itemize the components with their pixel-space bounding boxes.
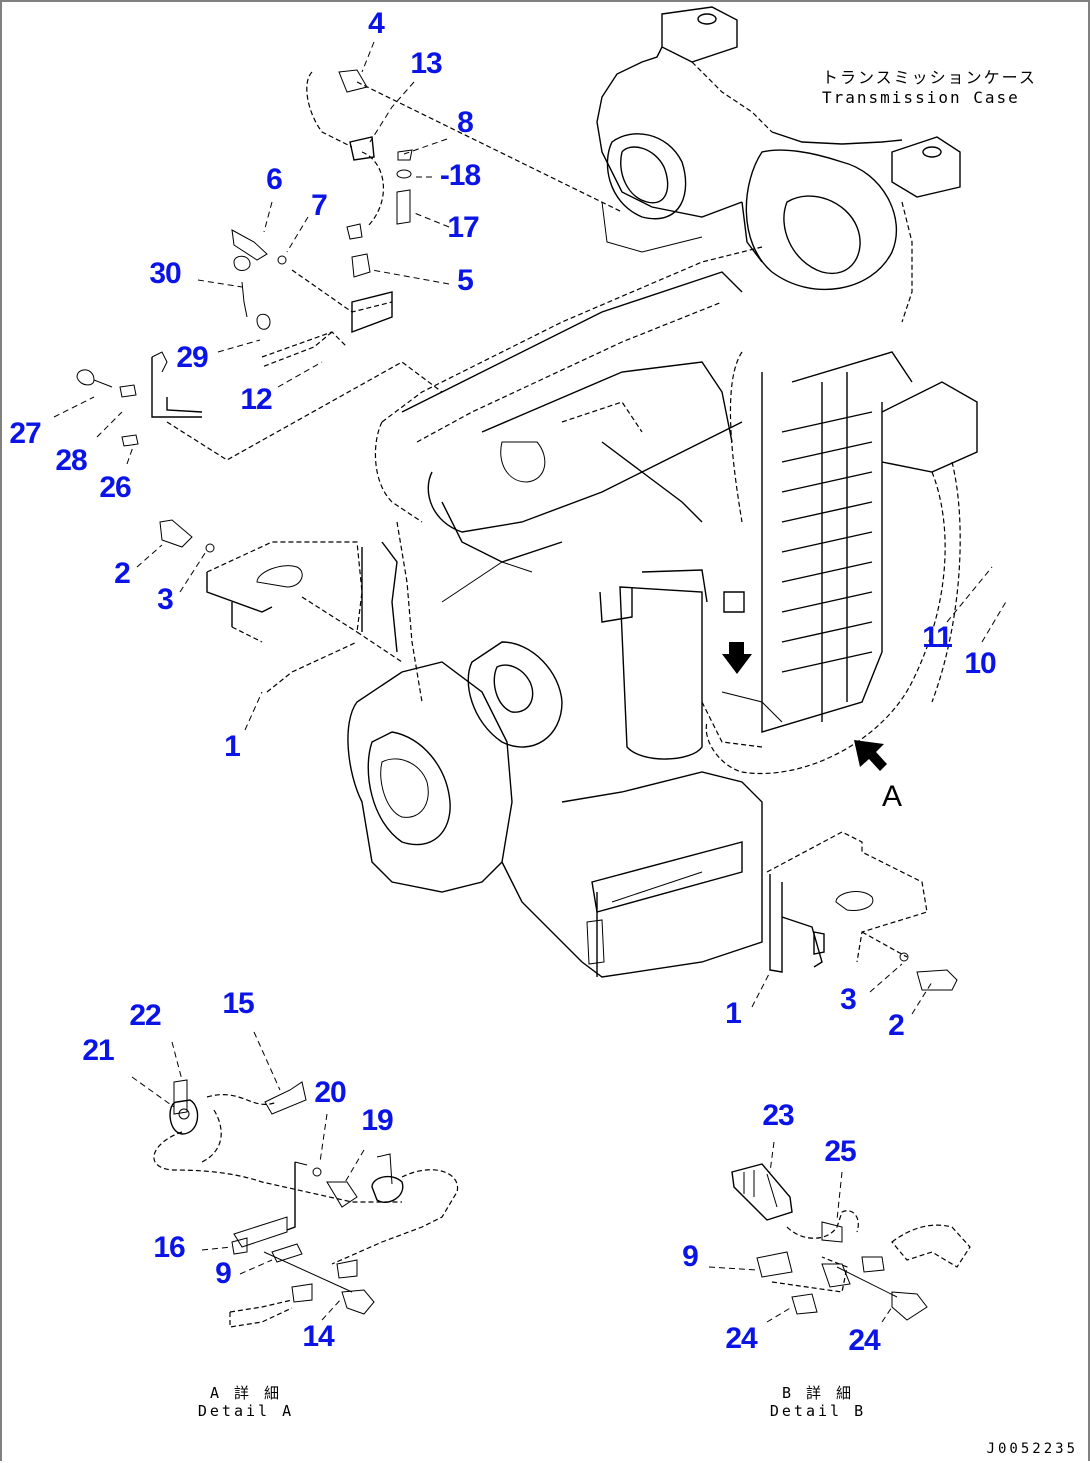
transmission-case-title-en: Transmission Case bbox=[822, 88, 1020, 107]
callout-21: 21 bbox=[82, 1034, 114, 1067]
callout-8: 8 bbox=[457, 106, 474, 139]
valve-ribs bbox=[781, 411, 873, 673]
detail-b-caption-jp: B 詳 細 bbox=[781, 1384, 855, 1402]
callout-5: 5 bbox=[457, 264, 474, 297]
callout-28: 28 bbox=[55, 444, 87, 477]
callout-16: 16 bbox=[153, 1231, 185, 1264]
detail-a-caption: A 詳 細 Detail A bbox=[198, 1384, 294, 1420]
callout-1-left: 1 bbox=[224, 730, 241, 763]
callout-6: 6 bbox=[266, 163, 283, 196]
callout-4: 4 bbox=[368, 7, 385, 40]
engine-mount-left bbox=[159, 519, 403, 693]
callout-9-detail-b: 9 bbox=[682, 1240, 699, 1273]
drawing-id: J0052235 bbox=[986, 1441, 1078, 1457]
callout-19: 19 bbox=[361, 1104, 393, 1137]
callout-20: 20 bbox=[314, 1076, 346, 1109]
callout-29: 29 bbox=[176, 341, 208, 374]
callout-9-detail-a: 9 bbox=[215, 1257, 232, 1290]
control-valve bbox=[701, 351, 978, 775]
callout-12: 12 bbox=[240, 383, 272, 416]
callout-15: 15 bbox=[222, 987, 254, 1020]
detail-a-drawing bbox=[153, 1079, 459, 1328]
callout-11: 11 bbox=[922, 621, 953, 654]
transmission-case-title-jp: トランスミッションケース bbox=[822, 68, 1037, 87]
callout-3-left: 3 bbox=[157, 583, 174, 616]
callout-26: 26 bbox=[99, 471, 131, 504]
callout-2-left: 2 bbox=[114, 557, 131, 590]
detail-b-caption: B 詳 細 Detail B bbox=[770, 1384, 866, 1420]
engine-block bbox=[347, 246, 763, 978]
detail-a-caption-jp: A 詳 細 bbox=[209, 1384, 283, 1402]
callout-27: 27 bbox=[9, 417, 41, 450]
engine-mount-right bbox=[766, 831, 958, 991]
leader-lines bbox=[53, 41, 1008, 1323]
transmission-case-title: トランスミッションケース Transmission Case bbox=[822, 68, 1037, 108]
view-marker-a: A bbox=[881, 780, 903, 813]
callout-17: 17 bbox=[447, 211, 479, 244]
callout-23: 23 bbox=[762, 1099, 794, 1132]
callout-25: 25 bbox=[824, 1135, 856, 1168]
callout-3-right: 3 bbox=[840, 983, 857, 1016]
transmission-case bbox=[596, 6, 961, 323]
callout-2-right: 2 bbox=[888, 1009, 905, 1042]
callout-18: -18 bbox=[439, 159, 481, 192]
detail-b-caption-en: Detail B bbox=[769, 1402, 867, 1420]
detail-b-drawing bbox=[731, 1163, 971, 1321]
callout-14: 14 bbox=[302, 1320, 334, 1353]
detail-a-caption-en: Detail A bbox=[197, 1402, 295, 1420]
callout-24-right: 24 bbox=[848, 1324, 880, 1357]
callout-10: 10 bbox=[964, 647, 996, 680]
callout-30: 30 bbox=[149, 257, 181, 290]
arrow-b bbox=[722, 642, 752, 674]
callout-24-left: 24 bbox=[725, 1322, 757, 1355]
callout-7: 7 bbox=[311, 189, 328, 222]
callout-13: 13 bbox=[410, 47, 442, 80]
callout-1-right: 1 bbox=[725, 997, 742, 1030]
exploded-parts-top-left bbox=[76, 69, 623, 461]
callout-22: 22 bbox=[129, 999, 161, 1032]
arrow-a bbox=[854, 740, 887, 771]
